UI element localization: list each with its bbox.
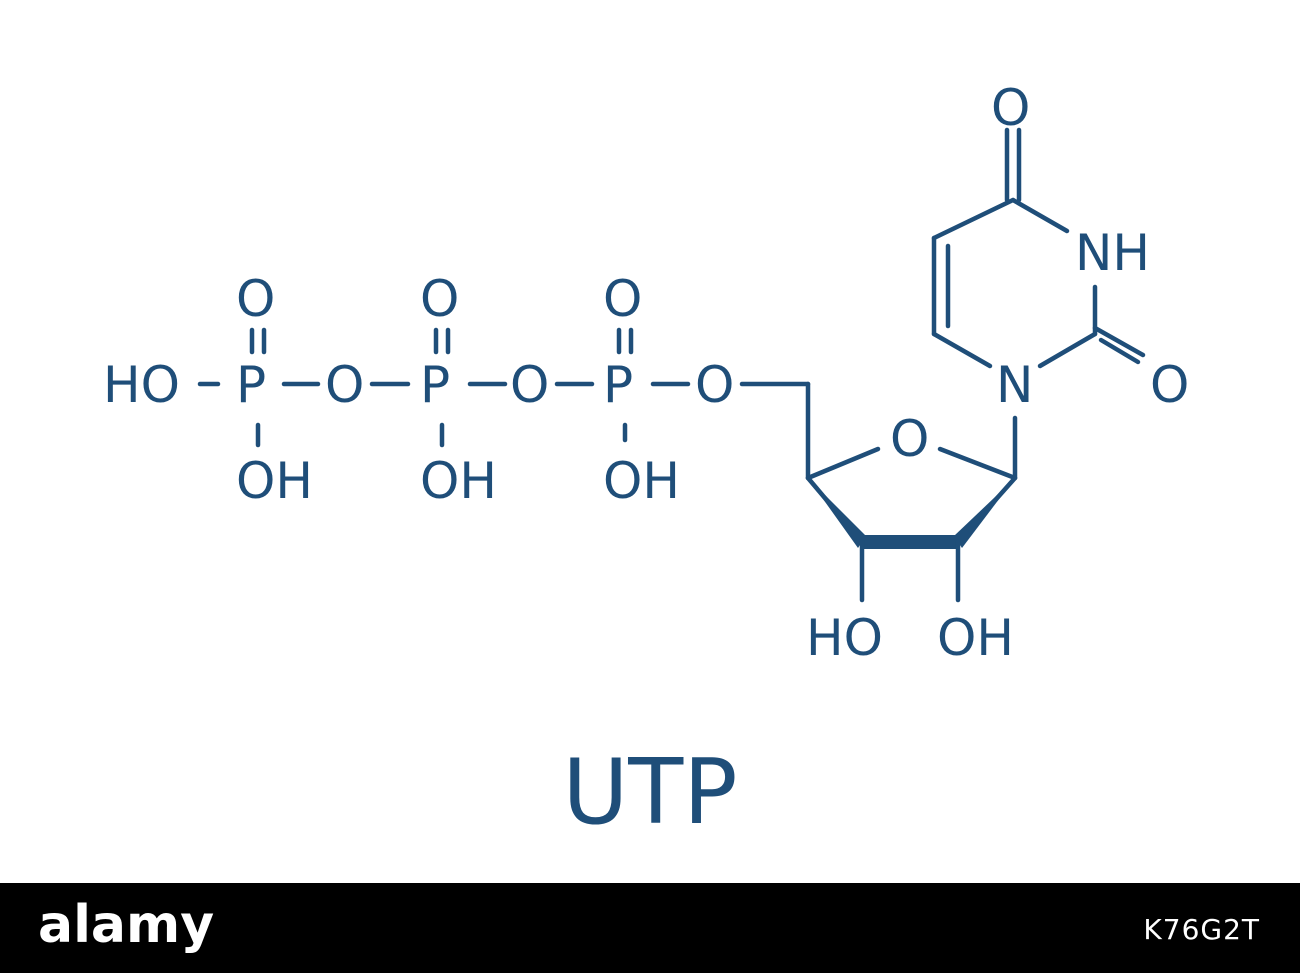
molecule-name: UTP bbox=[562, 740, 738, 845]
bond-c2-double-o-a bbox=[1092, 325, 1146, 358]
atom-label-p2-oh: OH bbox=[420, 452, 497, 510]
watermark-logo: alamy bbox=[38, 895, 215, 955]
atom-label-c2-o: O bbox=[1150, 356, 1189, 414]
atom-label-o-ester: O bbox=[695, 356, 734, 414]
atom-label-ring-o: O bbox=[890, 410, 929, 468]
atom-label-p3-o-top: O bbox=[603, 270, 642, 328]
bond-ring-o-c1 bbox=[937, 446, 1018, 481]
bond-c4-c3-bold bbox=[808, 478, 866, 548]
atom-label-o-bridge1: O bbox=[325, 356, 364, 414]
atom-label-p1-o-top: O bbox=[236, 270, 275, 328]
atom-label-nh: NH bbox=[1075, 224, 1150, 282]
bond-c3-c2-bold bbox=[862, 535, 958, 549]
bond-n1-c6 bbox=[931, 331, 993, 369]
bond-c4-n3 bbox=[1010, 197, 1070, 234]
atom-label-ho-left: HO bbox=[103, 356, 180, 414]
bond-c2-n1 bbox=[1037, 331, 1098, 369]
atom-label-n1: N bbox=[996, 356, 1033, 414]
bond-c4-ring-o bbox=[805, 446, 881, 481]
bond-c1-c2-bold bbox=[954, 478, 1015, 548]
atom-label-sugar-ho: HO bbox=[806, 609, 883, 667]
atom-label-sugar-oh: OH bbox=[937, 609, 1014, 667]
atom-label-p3: P bbox=[603, 356, 633, 414]
atom-label-p3-oh: OH bbox=[603, 452, 680, 510]
atom-label-o-bridge2: O bbox=[510, 356, 549, 414]
bond-c2-double-o-b bbox=[1098, 337, 1141, 365]
utp-structural-formula: HO P O OH O P O OH O P O OH O O HO OH N … bbox=[103, 79, 1189, 667]
atom-label-p1: P bbox=[236, 356, 266, 414]
watermark-image-code: K76G2T bbox=[1143, 913, 1260, 946]
watermark-bar: alamy K76G2T bbox=[0, 883, 1300, 973]
atom-label-p1-oh: OH bbox=[236, 452, 313, 510]
atom-label-c4-o: O bbox=[991, 79, 1030, 137]
atom-label-p2-o-top: O bbox=[420, 270, 459, 328]
bond-c5-c4 bbox=[931, 197, 1016, 241]
atom-label-p2: P bbox=[420, 356, 450, 414]
